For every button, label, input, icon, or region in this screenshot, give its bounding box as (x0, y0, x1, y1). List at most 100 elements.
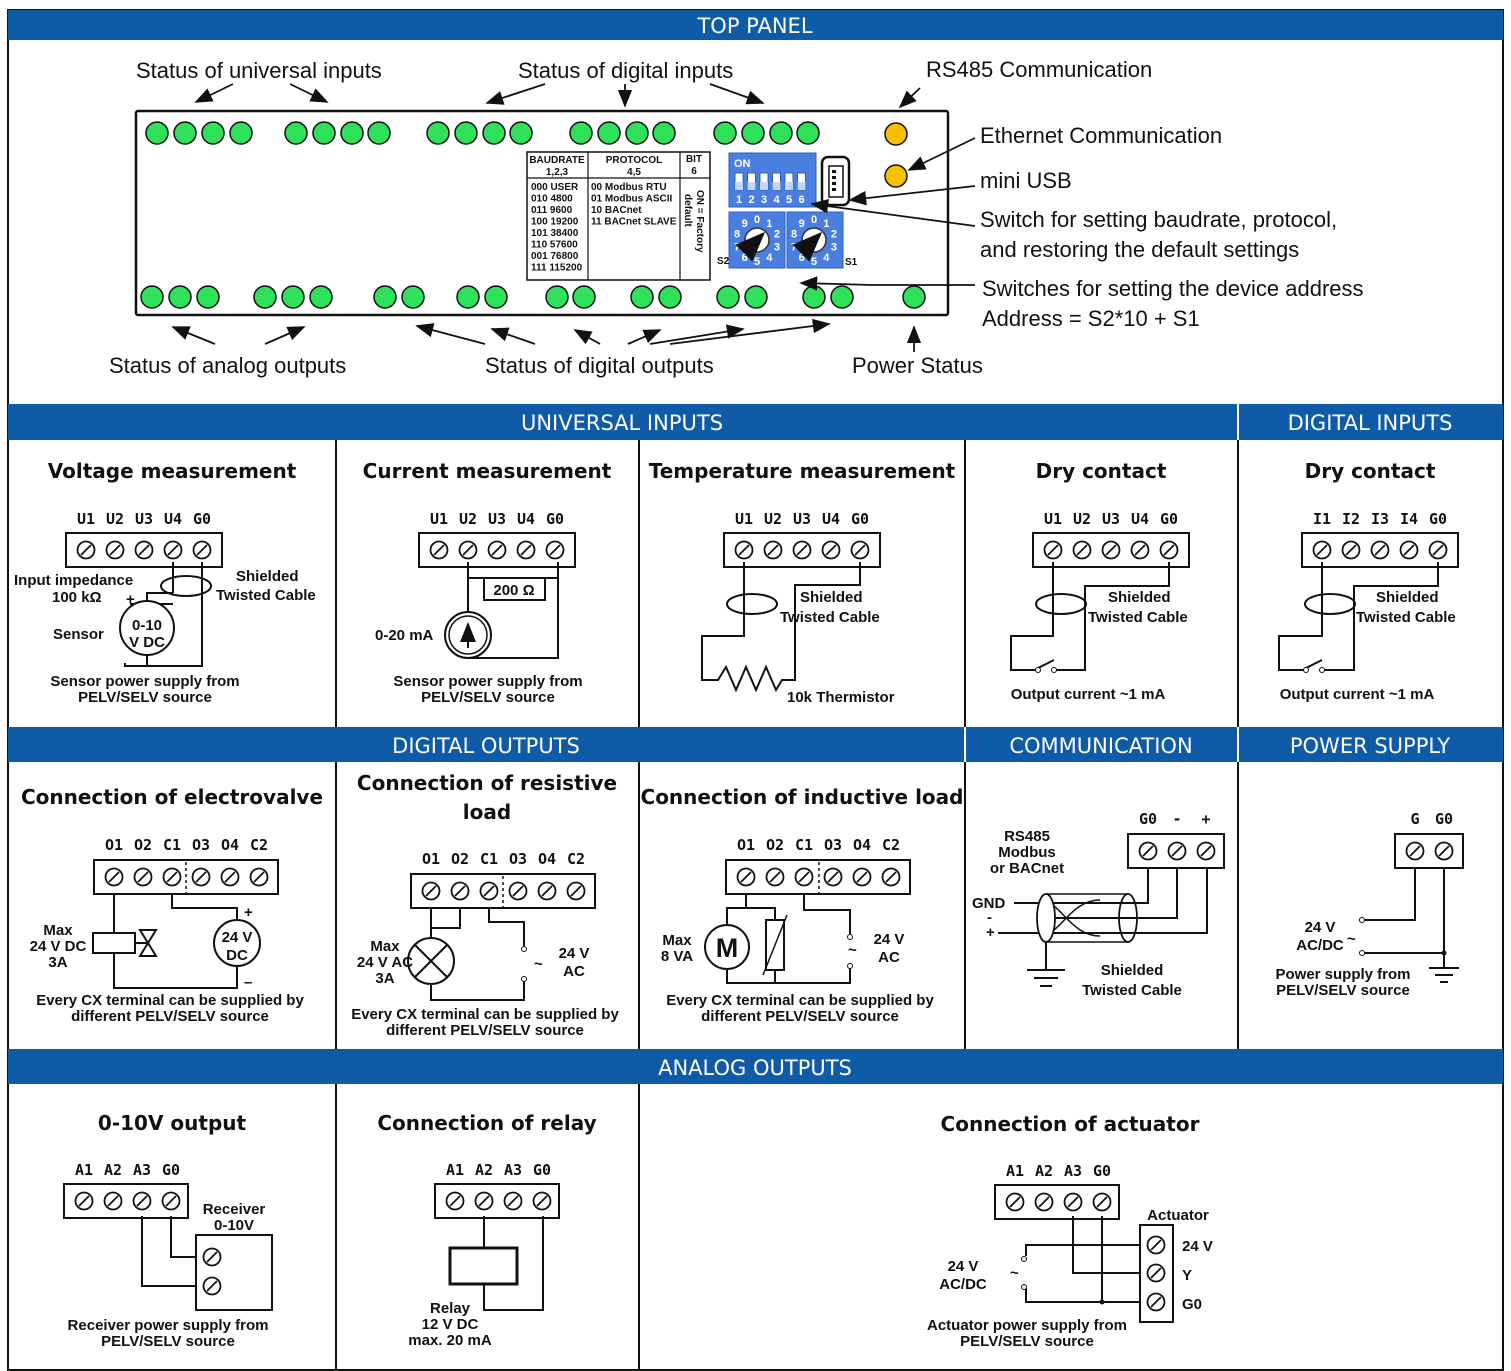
actuator-24v: 24 V (1182, 1238, 1213, 1255)
rotary-digit: 6 (742, 252, 748, 264)
terminal-label: A1 (446, 1161, 464, 1179)
screw-terminal (1092, 1192, 1112, 1212)
led-input-8 (367, 121, 391, 145)
inductive-max-1: Max (662, 932, 692, 949)
resistive-title-1: Connection of resistive (357, 771, 617, 795)
led-input-7 (340, 121, 364, 145)
screw-terminal (516, 540, 536, 560)
screw-terminal (1043, 540, 1063, 560)
rotary-digit: 7 (791, 241, 797, 253)
status-digital-inputs-label: Status of digital inputs (518, 58, 733, 83)
terminal-label: G0 (193, 510, 211, 528)
communication-terminal-block: G0-+ (1127, 810, 1225, 869)
terminal-label: A3 (504, 1161, 522, 1179)
screw-terminal (1405, 841, 1425, 861)
led-input-18 (741, 121, 765, 145)
screw-terminal (487, 540, 507, 560)
led-output-15 (716, 285, 740, 309)
rotary-pointer (792, 231, 823, 262)
terminal-label: C2 (567, 850, 585, 868)
screw-terminal (192, 540, 212, 560)
terminal-label: G0 (1435, 810, 1453, 828)
dip-number: 1 (736, 194, 742, 206)
resistive-supply-2: AC (563, 963, 585, 980)
actuator-supply-2: AC/DC (939, 1276, 987, 1293)
baud-row: 101 38400 (531, 228, 579, 239)
temperature-shielded-2: Twisted Cable (780, 609, 880, 626)
top-panel: BAUDRATE 1,2,3 PROTOCOL 4,5 BIT 6 000 US… (109, 57, 1364, 378)
relay-label-3: max. 20 mA (408, 1332, 492, 1349)
status-universal-inputs-label: Status of universal inputs (136, 58, 382, 83)
led-output-11 (545, 285, 569, 309)
screw-terminal (191, 867, 211, 887)
screw-terminal (1005, 1192, 1025, 1212)
voltage-note-2: PELV/SELV source (78, 689, 212, 706)
rotary-digit: 6 (799, 252, 805, 264)
rotary-digit: 9 (799, 218, 805, 230)
screw-terminal (161, 1191, 181, 1211)
screw-terminal (421, 881, 441, 901)
baud-row: 100 19200 (531, 217, 579, 228)
header-digital-inputs-label: DIGITAL INPUTS (1288, 411, 1453, 435)
screw-terminal (1130, 540, 1150, 560)
protocol-row: 01 Modbus ASCII (591, 194, 673, 205)
voltage-shielded-1: Shielded (236, 568, 299, 585)
mini-usb-port[interactable] (820, 155, 851, 207)
rotary-digit: 2 (831, 229, 837, 241)
ao-010-note-2: PELV/SELV source (101, 1333, 235, 1350)
screw-terminal (823, 867, 843, 887)
screw-terminal (545, 540, 565, 560)
terminal-label: G0 (1139, 810, 1157, 828)
dip-lever-knob (747, 182, 756, 190)
screw-terminal (162, 867, 182, 887)
protocol-row: 11 BACnet SLAVE (591, 217, 677, 228)
rotary-digit: 0 (811, 214, 817, 226)
ao-010-receiver-1: Receiver (203, 1201, 266, 1218)
dip-levers[interactable] (734, 172, 806, 191)
ethernet-label: Ethernet Communication (980, 123, 1222, 148)
protocol-row: 00 Modbus RTU (591, 182, 667, 193)
comm-shielded-2: Twisted Cable (1082, 982, 1182, 999)
resistive-note-2: different PELV/SELV source (386, 1022, 584, 1039)
terminal-label: C1 (163, 836, 181, 854)
screw-terminal (1167, 841, 1187, 861)
led-output-3 (196, 285, 220, 309)
actuator-y: Y (1182, 1267, 1192, 1284)
terminal-label: O4 (221, 836, 239, 854)
terminal-label: A1 (75, 1161, 93, 1179)
terminal-label: I3 (1371, 510, 1389, 528)
callout-arrows (171, 83, 976, 352)
dip-lever-knob (735, 182, 743, 190)
terminal-label: U1 (735, 510, 753, 528)
inductive-title: Connection of inductive load (641, 785, 964, 809)
rotary-digit: 3 (774, 241, 780, 253)
rotary-digit: 0 (754, 214, 760, 226)
led-input-15 (625, 121, 649, 145)
current-resistor-label: 200 Ω (493, 582, 534, 599)
header-power-supply-label: POWER SUPPLY (1290, 734, 1450, 758)
terminal-label: U2 (106, 510, 124, 528)
led-rs485 (884, 122, 908, 146)
relay-label-2: 12 V DC (422, 1316, 479, 1333)
led-output-17 (802, 285, 826, 309)
led-output-2 (168, 285, 192, 309)
terminal-label: I2 (1342, 510, 1360, 528)
screw-terminal (458, 540, 478, 560)
terminal-label: G0 (1160, 510, 1178, 528)
screw-terminal (1072, 540, 1092, 560)
switch-address-label-2: Address = S2*10 + S1 (982, 306, 1200, 331)
electrovalve-supply-2: DC (226, 947, 248, 964)
terminal-block-body (725, 859, 911, 895)
led-output-9 (456, 285, 480, 309)
comm-gnd: GND (972, 895, 1006, 912)
screw-terminal (163, 540, 183, 560)
voltage-sensor-label: Sensor (53, 626, 104, 643)
voltage-impedance-2: 100 kΩ (52, 589, 102, 606)
